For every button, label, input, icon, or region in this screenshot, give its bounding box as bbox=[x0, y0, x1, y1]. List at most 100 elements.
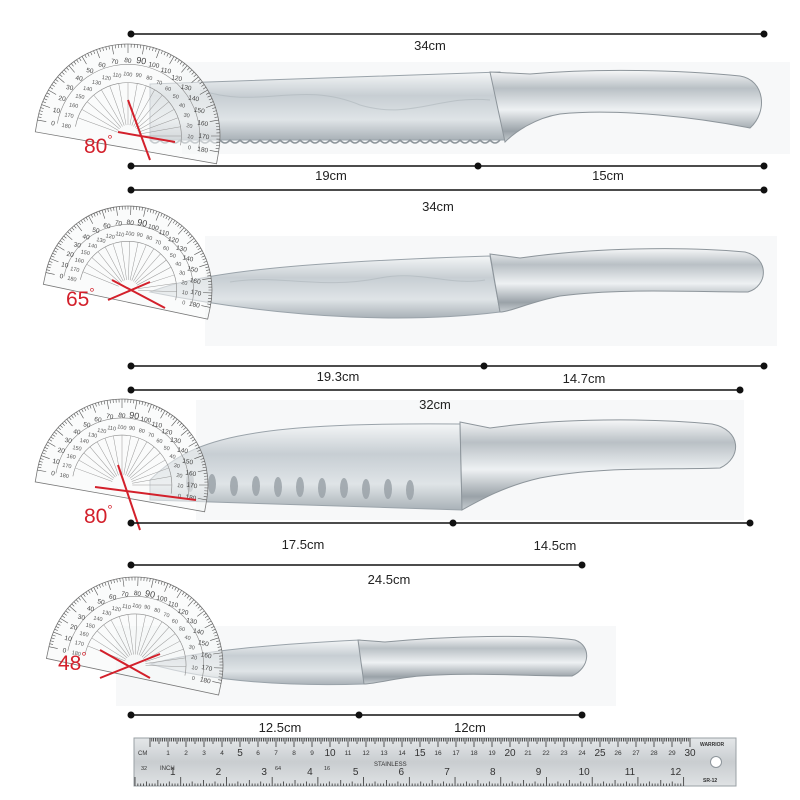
ruler-ticks bbox=[134, 738, 691, 786]
protractor-outer-number: 160 bbox=[185, 469, 197, 478]
knife-4-angle-label: 48° bbox=[58, 649, 87, 675]
protractor-inner-number: 110 bbox=[121, 603, 131, 611]
ruler-cm-number: 16 bbox=[434, 750, 442, 757]
protractor-inner-number: 10 bbox=[191, 665, 198, 672]
protractor-outer-number: 150 bbox=[182, 458, 194, 467]
protractor-inner-number: 160 bbox=[74, 257, 84, 265]
protractor-outer-number: 110 bbox=[160, 67, 172, 76]
protractor-outer-number: 70 bbox=[110, 58, 119, 66]
ruler-cm-number: 2 bbox=[184, 750, 188, 757]
protractor-inner-number: 60 bbox=[156, 438, 163, 445]
protractor-inner-number: 10 bbox=[177, 483, 184, 490]
protractor-inner-number: 150 bbox=[85, 623, 95, 631]
ruler-fraction-mid: 64 bbox=[275, 766, 281, 772]
ruler-cm-number: 6 bbox=[256, 750, 260, 757]
protractor-inner-number: 0 bbox=[191, 676, 195, 683]
ruler-cm-number: 9 bbox=[310, 750, 314, 757]
protractor-outer-number: 160 bbox=[197, 119, 209, 128]
knife-1-blade-length: 19cm bbox=[315, 168, 347, 183]
protractor-outer-number: 70 bbox=[121, 591, 130, 599]
ruler-cm-number: 1 bbox=[166, 750, 170, 757]
ruler-cm-number: 23 bbox=[560, 750, 568, 757]
protractor-inner-number: 140 bbox=[87, 243, 97, 251]
protractor-inner-number: 30 bbox=[183, 113, 190, 120]
protractor-inner-number: 160 bbox=[79, 631, 89, 639]
protractor-inner-number: 90 bbox=[144, 604, 151, 611]
protractor-inner-number: 130 bbox=[91, 80, 101, 88]
protractor-inner-number: 0 bbox=[181, 300, 185, 307]
protractor-body bbox=[34, 43, 221, 165]
protractor-inner-number: 170 bbox=[62, 463, 72, 471]
protractor-inner-number: 100 bbox=[132, 603, 142, 611]
protractor-body bbox=[34, 398, 209, 513]
protractor-outer-number: 120 bbox=[177, 608, 189, 617]
protractor-outer-number: 60 bbox=[94, 416, 103, 424]
knife-1-angle-line-a bbox=[127, 99, 151, 161]
ruler-cm-number: 20 bbox=[504, 748, 516, 759]
protractor-outer-number: 120 bbox=[167, 236, 179, 245]
protractor-inner-number: 110 bbox=[115, 231, 125, 239]
protractor-outer-number: 90 bbox=[136, 217, 148, 229]
ruler-cm-number: 17 bbox=[452, 750, 460, 757]
protractor-inner-number: 110 bbox=[107, 425, 117, 432]
protractor-outer-number: 160 bbox=[200, 651, 212, 660]
protractor-inner-number: 30 bbox=[178, 270, 185, 277]
protractor-outer-number: 140 bbox=[188, 95, 200, 104]
protractor-inner-number: 10 bbox=[181, 290, 188, 297]
knife-2-group bbox=[148, 236, 777, 346]
protractor-inner-number: 70 bbox=[155, 80, 162, 87]
protractor-inner-number: 130 bbox=[101, 610, 111, 618]
protractor-outer-number: 60 bbox=[98, 61, 107, 69]
ruler-inch-number: 3 bbox=[261, 767, 267, 778]
protractor-inner-number: 140 bbox=[79, 438, 89, 446]
protractor-inner-number: 10 bbox=[187, 134, 194, 141]
knife-3-angle-label: 80° bbox=[84, 502, 113, 528]
knife-3-total-length: 32cm bbox=[419, 397, 451, 412]
protractor-outer-number: 180 bbox=[199, 676, 211, 685]
protractor-inner-number: 140 bbox=[93, 615, 103, 623]
protractor-inner-number: 30 bbox=[188, 644, 195, 651]
ruler-cm-number: 5 bbox=[237, 748, 243, 759]
protractor-inner-number: 170 bbox=[64, 112, 74, 120]
protractor-inner-number: 180 bbox=[71, 650, 81, 658]
ruler-cm-number: 19 bbox=[488, 750, 496, 757]
protractor-outer-number: 10 bbox=[64, 635, 73, 643]
ruler-fraction-right: 16 bbox=[324, 766, 330, 772]
ruler-inch-number: 9 bbox=[536, 767, 542, 778]
knife-4-angle-line-a bbox=[99, 649, 151, 679]
protractor-inner-number: 60 bbox=[171, 618, 178, 625]
protractor-outer-number: 40 bbox=[82, 233, 91, 241]
protractor-inner-number: 120 bbox=[105, 233, 115, 241]
protractor-outer-number: 30 bbox=[77, 614, 86, 622]
ruler-cm-number: 11 bbox=[345, 750, 352, 757]
ruler-material-label: STAINLESS bbox=[374, 762, 407, 768]
protractor-inner-number: 110 bbox=[112, 72, 122, 79]
protractor-inner-number: 0 bbox=[177, 493, 181, 499]
ruler-body bbox=[133, 737, 737, 787]
ruler-cm-number: 12 bbox=[362, 750, 370, 757]
ruler-cm-number: 21 bbox=[524, 750, 532, 757]
knife-2-angle-label: 65° bbox=[66, 285, 95, 311]
protractor-outer-number: 70 bbox=[114, 219, 123, 227]
knife-2-angle-line-b bbox=[107, 281, 151, 301]
protractor-inner-number: 60 bbox=[162, 245, 169, 252]
protractor-inner-number: 50 bbox=[163, 445, 170, 452]
protractor-inner-number: 100 bbox=[123, 71, 133, 79]
protractor-inner-number: 20 bbox=[186, 123, 193, 130]
protractor-outer-number: 170 bbox=[190, 289, 202, 298]
protractor-outer-number: 0 bbox=[62, 647, 67, 655]
protractor-inner-number: 120 bbox=[111, 606, 121, 614]
ruler-hang-hole bbox=[710, 756, 722, 768]
protractor-inner-number: 120 bbox=[97, 428, 107, 436]
ruler-inch-number: 10 bbox=[579, 767, 591, 778]
ruler-inch-number: 12 bbox=[670, 767, 682, 778]
protractor-outer-number: 140 bbox=[192, 628, 204, 637]
ruler-inch-number: 11 bbox=[625, 767, 636, 778]
protractor-inner-number: 30 bbox=[173, 463, 180, 470]
knife-3-blade-length: 17.5cm bbox=[282, 537, 325, 552]
protractor-inner-number: 180 bbox=[61, 123, 71, 131]
protractor-inner-number: 100 bbox=[117, 424, 127, 432]
